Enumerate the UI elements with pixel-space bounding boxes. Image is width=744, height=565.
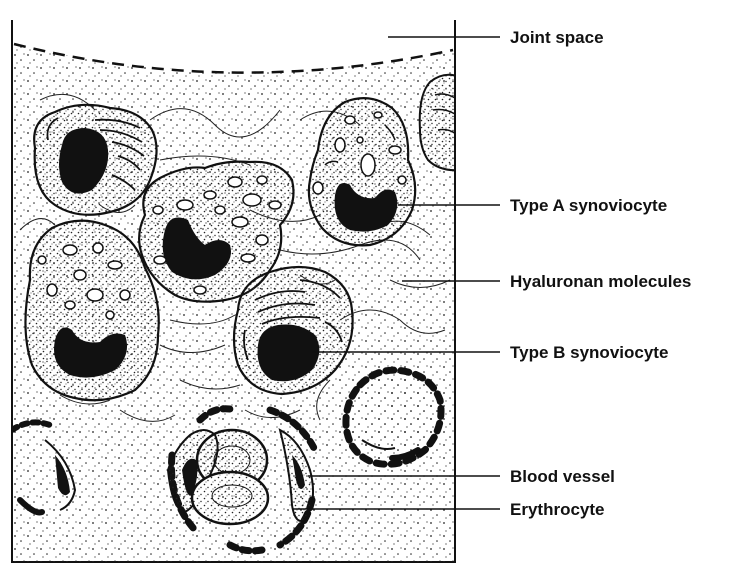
label-joint-space: Joint space (510, 28, 604, 47)
label-type-a-synoviocyte: Type A synoviocyte (510, 196, 667, 215)
vessel-right-oval (346, 370, 441, 464)
label-type-b-synoviocyte: Type B synoviocyte (510, 343, 668, 362)
label-hyaluronan-molecules: Hyaluronan molecules (510, 272, 691, 291)
erythrocytes (192, 430, 268, 524)
type-b-synoviocyte-upper-left (34, 105, 156, 215)
label-erythrocyte: Erythrocyte (510, 500, 604, 519)
label-blood-vessel: Blood vessel (510, 467, 615, 486)
